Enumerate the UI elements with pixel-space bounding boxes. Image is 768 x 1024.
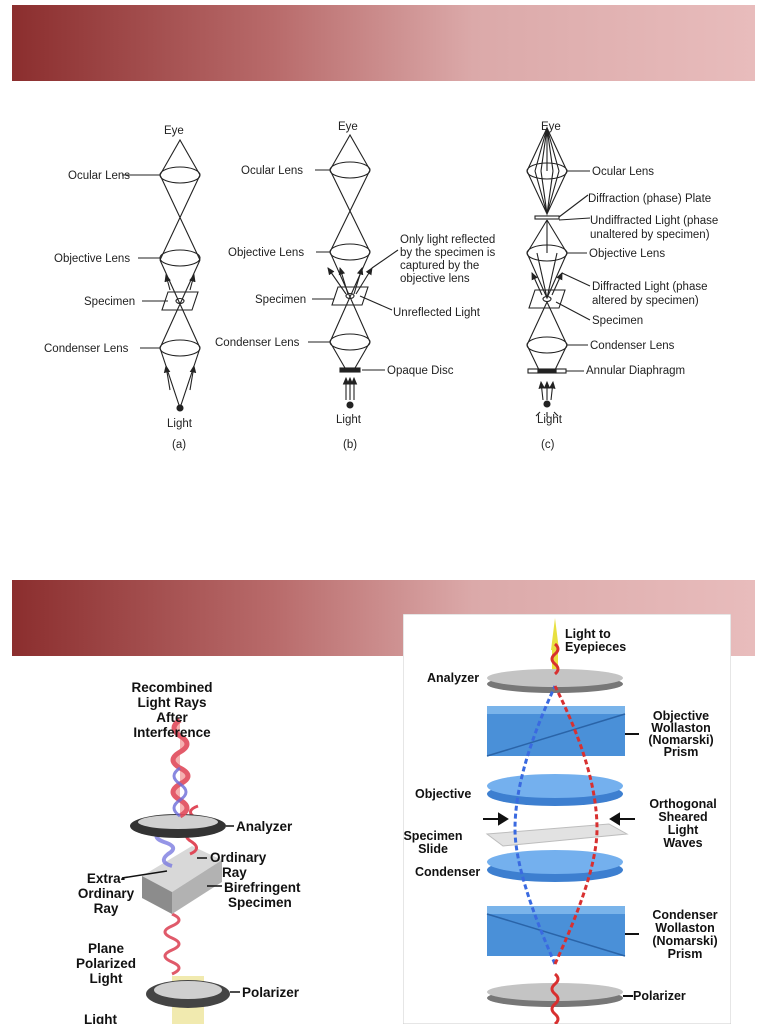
label-cond-wollaston-2: Wollaston — [655, 921, 715, 935]
ocular-lens-a — [159, 166, 201, 184]
polarized-light-diagram: Recombined Light Rays After Interference… — [12, 656, 402, 1024]
label-b-ocular: Ocular Lens — [241, 165, 303, 177]
label-recombined-1: Recombined — [131, 680, 212, 695]
caption-b: (b) — [343, 439, 357, 451]
label-obj-wollaston-4: Prism — [664, 745, 699, 759]
label-plane-3: Light — [90, 971, 123, 986]
label-c-specimen: Specimen — [592, 315, 643, 327]
label-light-to-2: Eyepieces — [565, 640, 626, 654]
label-b-light: Light — [336, 414, 362, 426]
label-orthogonal-4: Waves — [663, 836, 702, 850]
label-a-light: Light — [167, 418, 193, 430]
label-b-note-1: Only light reflected — [400, 234, 495, 246]
label-c-undiffracted-1: Undiffracted Light (phase — [590, 215, 718, 227]
label-cond-wollaston-3: (Nomarski) — [652, 934, 717, 948]
label-b-opaque: Opaque Disc — [387, 365, 454, 377]
label-c-light: Light — [537, 414, 563, 426]
label-orthogonal-2: Sheared — [658, 810, 707, 824]
label-c-objective: Objective Lens — [589, 248, 665, 260]
objective-lens-a — [159, 249, 201, 267]
label-extra-2: Ordinary — [78, 886, 135, 901]
label-b-objective: Objective Lens — [228, 247, 304, 259]
label-birefringent-2: Specimen — [228, 895, 292, 910]
label-c-diffracted-2: altered by specimen) — [592, 295, 699, 307]
caption-a: (a) — [172, 439, 186, 451]
label-ordinary-2: Ray — [222, 865, 247, 880]
label-specimen-slide-2: Slide — [418, 842, 448, 856]
label-obj-wollaston-2: Wollaston — [651, 721, 711, 735]
label-c-condenser: Condenser Lens — [590, 340, 675, 352]
label-c-ocular: Ocular Lens — [592, 166, 654, 178]
microscope-ray-diagrams: Eye Ocular Lens Objective Lens Specimen … — [44, 121, 718, 451]
header-banner-top — [12, 5, 755, 81]
label-c-plate: Diffraction (phase) Plate — [588, 193, 711, 205]
label-c-diffracted-1: Diffracted Light (phase — [592, 281, 708, 293]
label-b-specimen: Specimen — [255, 294, 306, 306]
label-cond-wollaston-4: Prism — [668, 947, 703, 961]
label-light: Light — [84, 1012, 117, 1024]
diagram-b — [308, 133, 399, 409]
specimen-slide-a — [161, 291, 199, 311]
label-orthogonal-1: Orthogonal — [649, 797, 716, 811]
diagram-c — [526, 125, 591, 417]
label-b-unreflected: Unreflected Light — [393, 307, 481, 319]
label-obj-wollaston-1: Objective — [653, 709, 709, 723]
label-orthogonal-3: Light — [668, 823, 699, 837]
label-b-note-2: by the specimen is — [400, 247, 495, 259]
label-birefringent-1: Birefringent — [224, 880, 301, 895]
label-recombined-4: Interference — [133, 725, 211, 740]
label-c-diaphragm: Annular Diaphragm — [586, 365, 685, 377]
diffraction-plate — [534, 215, 560, 220]
label-a-ocular: Ocular Lens — [68, 170, 130, 182]
label-b-eye: Eye — [338, 121, 358, 133]
condenser-lens-a — [159, 339, 201, 357]
label-c-eye: Eye — [541, 121, 561, 133]
label-polarizer: Polarizer — [242, 985, 300, 1000]
diagram-a — [122, 138, 201, 412]
label-b-note-4: objective lens — [400, 273, 470, 285]
label-plane-2: Polarized — [76, 956, 136, 971]
label-dic-analyzer: Analyzer — [427, 671, 479, 685]
label-analyzer: Analyzer — [236, 819, 293, 834]
label-cond-wollaston-1: Condenser — [652, 908, 717, 922]
label-light-to-1: Light to — [565, 627, 611, 641]
label-b-note-3: captured by the — [400, 260, 479, 272]
label-a-specimen: Specimen — [84, 296, 135, 308]
label-b-condenser: Condenser Lens — [215, 337, 300, 349]
label-plane-1: Plane — [88, 941, 125, 956]
label-extra-3: Ray — [94, 901, 119, 916]
label-specimen-slide-1: Specimen — [403, 829, 462, 843]
label-obj-wollaston-3: (Nomarski) — [648, 733, 713, 747]
label-dic-polarizer: Polarizer — [633, 989, 686, 1003]
label-a-objective: Objective Lens — [54, 253, 130, 265]
label-a-condenser: Condenser Lens — [44, 343, 129, 355]
label-extra-1: Extra- — [87, 871, 125, 886]
label-a-eye: Eye — [164, 125, 184, 137]
dic-microscope-diagram: Light to Eyepieces Analyzer Objective Co… — [403, 614, 731, 1024]
label-recombined-3: After — [156, 710, 188, 725]
label-dic-objective: Objective — [415, 787, 471, 801]
label-ordinary-1: Ordinary — [210, 850, 267, 865]
caption-c: (c) — [541, 439, 555, 451]
label-c-undiffracted-2: unaltered by specimen) — [590, 229, 710, 241]
label-recombined-2: Light Rays — [137, 695, 206, 710]
label-dic-condenser: Condenser — [415, 865, 480, 879]
